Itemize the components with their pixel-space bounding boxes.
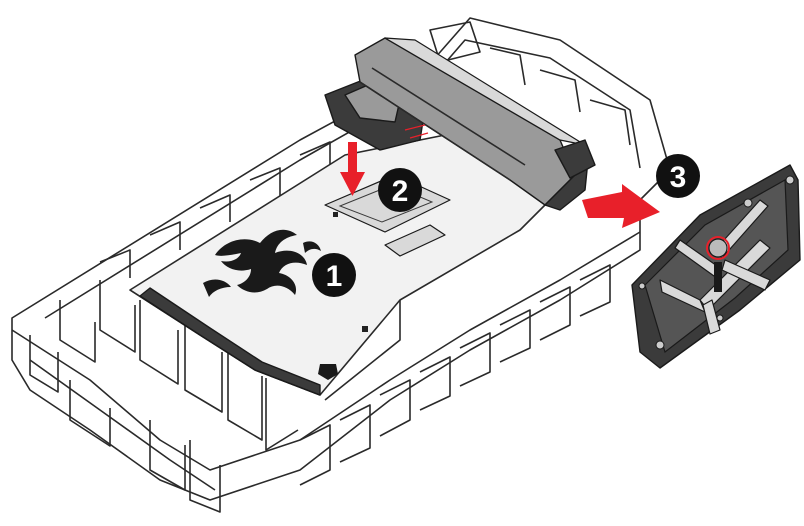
step-badge-3-label: 3 — [670, 161, 687, 194]
stand-base — [632, 165, 800, 368]
step-badge-1: 1 — [312, 253, 356, 297]
step-badge-2: 2 — [378, 168, 422, 212]
step-badge-3: 3 — [656, 154, 700, 198]
step-badge-2-label: 2 — [392, 175, 409, 208]
step-badge-1-label: 1 — [326, 260, 343, 293]
